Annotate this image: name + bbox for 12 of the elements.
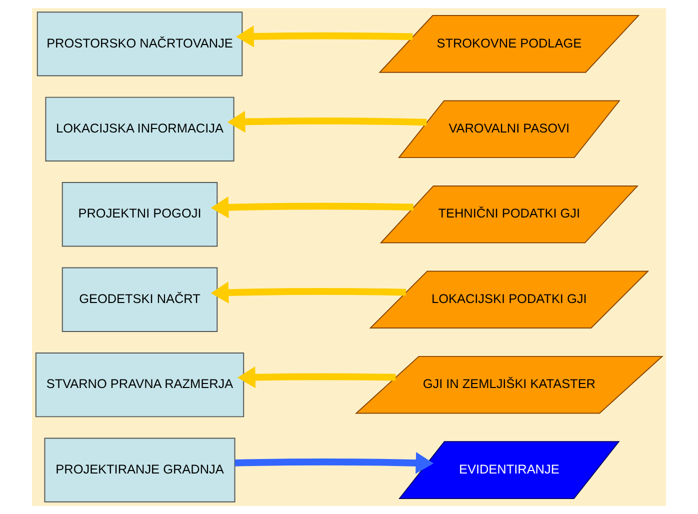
node-box: LOKACIJSKA INFORMACIJA	[45, 96, 234, 162]
arrow	[227, 110, 427, 133]
arrow	[210, 196, 414, 218]
node-box: GEODETSKI NAČRT	[62, 267, 218, 332]
arrow	[210, 282, 406, 304]
arrow	[234, 452, 434, 474]
arrow	[236, 25, 413, 48]
node-box: STVARNO PRAVNA RAZMERJA	[35, 352, 244, 418]
node-box: PROJEKTIRANJE GRADNJA	[44, 438, 236, 502]
node-box: PROSTORSKO NAČRTOVANJE	[36, 12, 243, 76]
arrow	[238, 366, 396, 388]
node-box: PROJEKTNI POGOJI	[62, 182, 218, 247]
